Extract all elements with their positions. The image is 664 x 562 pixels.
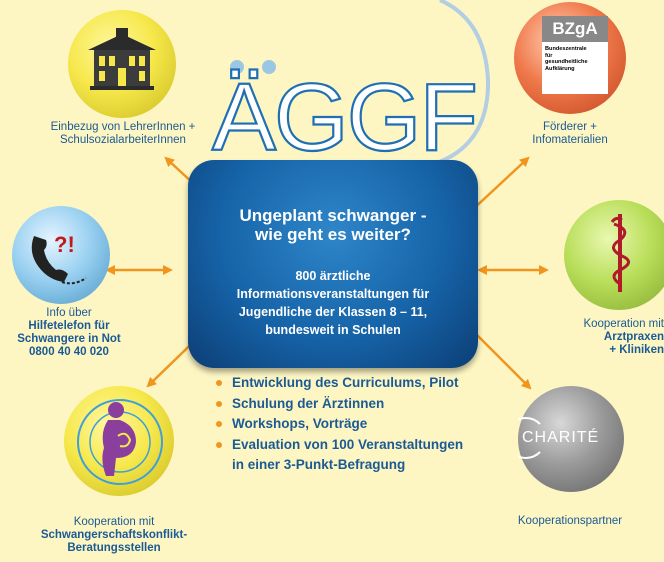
phone-question-mark: ?! bbox=[54, 232, 75, 257]
bzga-logo-text-2: für bbox=[545, 52, 553, 59]
phone-label-line-3: Schwangere in Not bbox=[17, 333, 121, 345]
central-topic-title: Ungeplant schwanger - wie geht es weiter… bbox=[188, 206, 478, 244]
central-title-line-1: Ungeplant schwanger - bbox=[239, 206, 427, 225]
bullet-item: Schulung der Ärztinnen bbox=[216, 394, 463, 415]
counseling-label-line-2: Schwangerschaftskonflikt- bbox=[40, 529, 188, 541]
counseling-label-line-3: Beratungsstellen bbox=[67, 542, 161, 554]
doctor-node-circle bbox=[564, 200, 664, 310]
bzga-label-line-1: Förderer + bbox=[542, 121, 597, 133]
doctor-label-line-1: Kooperation mit bbox=[583, 318, 664, 330]
doctor-label-line-3: + Kliniken bbox=[609, 344, 664, 356]
bzga-logo-text-4: Aufklärung bbox=[545, 65, 575, 72]
charite-logo: CHARITÉ bbox=[522, 429, 600, 446]
central-text-line-2: Informationsveranstaltungen für bbox=[236, 287, 430, 301]
activity-bullet-list: Entwicklung des Curriculums, Pilot Schul… bbox=[216, 373, 463, 476]
counseling-node-circle bbox=[64, 386, 174, 496]
phone-node-circle bbox=[12, 206, 110, 304]
bzga-logo-head: BZgA bbox=[542, 16, 608, 42]
doctor-node-label: Kooperation mit Arztpraxen + Kliniken bbox=[560, 318, 664, 357]
bzga-node-label: Förderer + Infomaterialien bbox=[490, 121, 650, 147]
central-topic-description: 800 ärztliche Informationsveranstaltunge… bbox=[198, 267, 468, 339]
school-label-line-1: Einbezug von LehrerInnen + bbox=[50, 121, 196, 133]
central-topic-box: Ungeplant schwanger - wie geht es weiter… bbox=[188, 160, 478, 368]
bzga-logo-text: Bundeszentrale für gesundheitliche Aufkl… bbox=[545, 46, 607, 72]
staff-of-asclepius-icon bbox=[610, 214, 630, 292]
bullet-item: Evaluation von 100 Veranstaltungen bbox=[216, 435, 463, 456]
bullet-item-continuation: in einer 3-Punkt-Befragung bbox=[232, 457, 406, 472]
central-text-line-3: Jugendliche der Klassen 8 – 11, bbox=[238, 305, 428, 319]
counseling-node-label: Kooperation mit Schwangerschaftskonflikt… bbox=[16, 516, 212, 555]
counseling-label-line-1: Kooperation mit bbox=[73, 516, 155, 528]
bzga-logo-text-3: gesundheitliche bbox=[545, 59, 588, 65]
school-building-icon bbox=[88, 28, 156, 90]
bullet-item: Entwicklung des Curriculums, Pilot bbox=[216, 373, 463, 394]
charite-node-label: Kooperationspartner bbox=[495, 515, 645, 528]
bzga-label-line-2: Infomaterialien bbox=[532, 134, 608, 146]
phone-label-line-2: Hilfetelefon für bbox=[28, 320, 110, 332]
central-title-line-2: wie geht es weiter? bbox=[255, 225, 411, 244]
bzga-logo: BZgA Bundeszentrale für gesundheitliche … bbox=[542, 16, 608, 94]
charite-node-circle bbox=[504, 386, 624, 492]
school-node-label: Einbezug von LehrerInnen + Schulsozialar… bbox=[28, 121, 218, 147]
phone-icon bbox=[31, 236, 87, 285]
doctor-label-line-2: Arztpraxen bbox=[603, 331, 664, 343]
charite-label-line-1: Kooperationspartner bbox=[517, 515, 623, 527]
logo-dot-right bbox=[262, 60, 276, 74]
pregnant-woman-icon bbox=[77, 399, 163, 485]
logo-dot-left bbox=[230, 60, 244, 74]
school-node-circle bbox=[68, 10, 176, 118]
arrow-charite bbox=[464, 322, 532, 390]
school-label-line-2: SchulsozialarbeiterInnen bbox=[60, 134, 186, 146]
phone-label-line-4: 0800 40 40 020 bbox=[29, 346, 109, 358]
bzga-logo-text-1: Bundeszentrale bbox=[545, 46, 587, 52]
phone-node-label: Info über Hilfetelefon für Schwangere in… bbox=[4, 307, 134, 359]
arrow-bzga bbox=[466, 156, 530, 216]
central-text-line-1: 800 ärztliche bbox=[295, 269, 371, 283]
central-text-line-4: bundesweit in Schulen bbox=[265, 323, 401, 337]
bullet-item: Workshops, Vorträge bbox=[216, 414, 463, 435]
phone-label-line-1: Info über bbox=[46, 307, 92, 319]
aeggf-logo: ÄGGF bbox=[211, 64, 479, 171]
